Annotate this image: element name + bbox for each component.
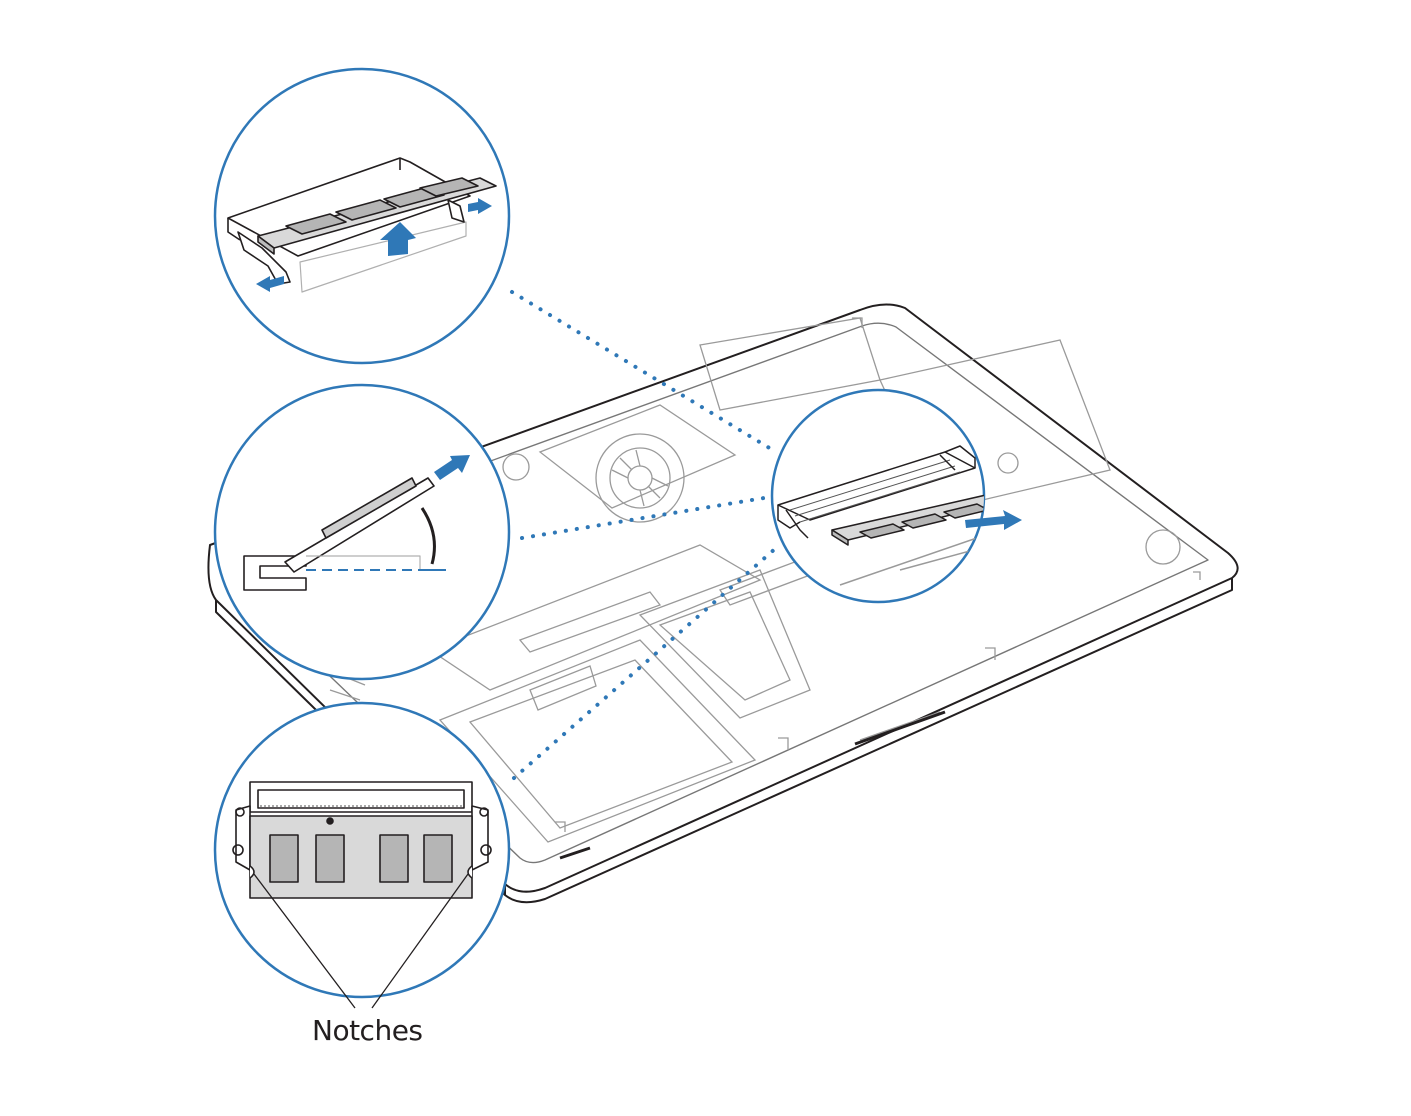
arrow-icon: [965, 510, 1022, 530]
detail-circle-notches: [213, 701, 511, 1009]
fan: [595, 433, 685, 523]
detail-circle-insert-angle: [213, 383, 511, 681]
leader-lines: [510, 290, 778, 780]
arrow-icon: [380, 222, 416, 256]
arrow-icon: [468, 198, 492, 214]
arrow-icon: [256, 276, 284, 292]
arrow-icon: [434, 455, 470, 480]
notch-left: [249, 865, 255, 879]
detail-circle-installed-ram: [770, 388, 1022, 604]
notches-callout-lines: [253, 873, 469, 1009]
notches-label: Notches: [312, 1014, 423, 1047]
notch-right: [467, 865, 473, 879]
detail-circle-release-levers: [213, 67, 511, 365]
laptop-interior: [329, 317, 1201, 860]
